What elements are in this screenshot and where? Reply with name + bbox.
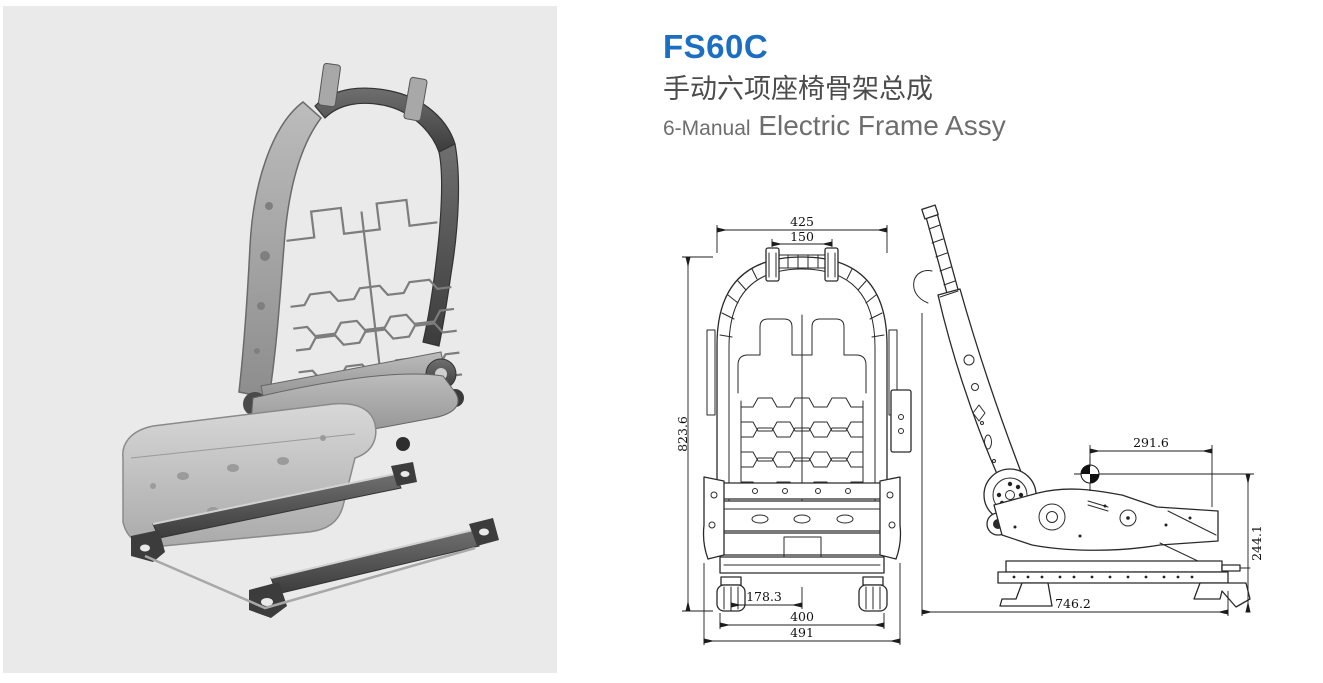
side-plate <box>890 389 912 453</box>
dim-hpoint-to-rear: 291.6 <box>1133 435 1169 450</box>
side-view: 291.6 244.1 746.2 <box>913 204 1264 616</box>
front-view: 425 150 823.6 178.3 400 491 <box>675 214 912 645</box>
dim-overall-length: 746.2 <box>1055 596 1091 611</box>
product-name-en-rest: Electric Frame Assy <box>750 110 1006 142</box>
seat-backrest-frame <box>238 87 460 399</box>
dim-hpoint-height: 244.1 <box>1249 525 1264 561</box>
product-model-title: FS60C <box>663 28 769 65</box>
seat-base <box>702 476 902 612</box>
side-backrest-member <box>937 288 1027 486</box>
h-point-marker <box>1074 457 1254 491</box>
product-name-en-prefix: 6-Manual <box>663 117 751 141</box>
front-view-dimensions: 425 150 823.6 178.3 400 491 <box>675 214 901 645</box>
dim-track-width: 400 <box>790 609 814 624</box>
dim-center-to-foot: 178.3 <box>746 589 782 604</box>
product-name-zh: 手动六项座椅骨架总成 <box>663 74 933 104</box>
headrest-guide-sleeves <box>318 62 428 122</box>
side-view-dimensions: 291.6 244.1 746.2 <box>921 313 1264 616</box>
product-name-en: 6-Manual Electric Frame Assy <box>663 110 1006 142</box>
dim-overall-width: 491 <box>790 625 814 640</box>
side-cushion-frame <box>993 488 1219 563</box>
product-photo-panel <box>3 6 557 673</box>
seat-slide-rails <box>131 462 499 618</box>
title-block: FS60C 手动六项座椅骨架总成 6-Manual Electric Frame… <box>663 30 1006 142</box>
technical-drawing: 425 150 823.6 178.3 400 491 <box>660 195 1323 675</box>
dim-top-width: 425 <box>790 214 814 229</box>
dim-headrest-spacing: 150 <box>790 229 814 244</box>
headrest-guides <box>765 247 839 282</box>
dim-overall-height: 823.6 <box>675 416 690 452</box>
side-rails <box>997 560 1251 608</box>
seat-frame-3d-render <box>122 62 499 618</box>
